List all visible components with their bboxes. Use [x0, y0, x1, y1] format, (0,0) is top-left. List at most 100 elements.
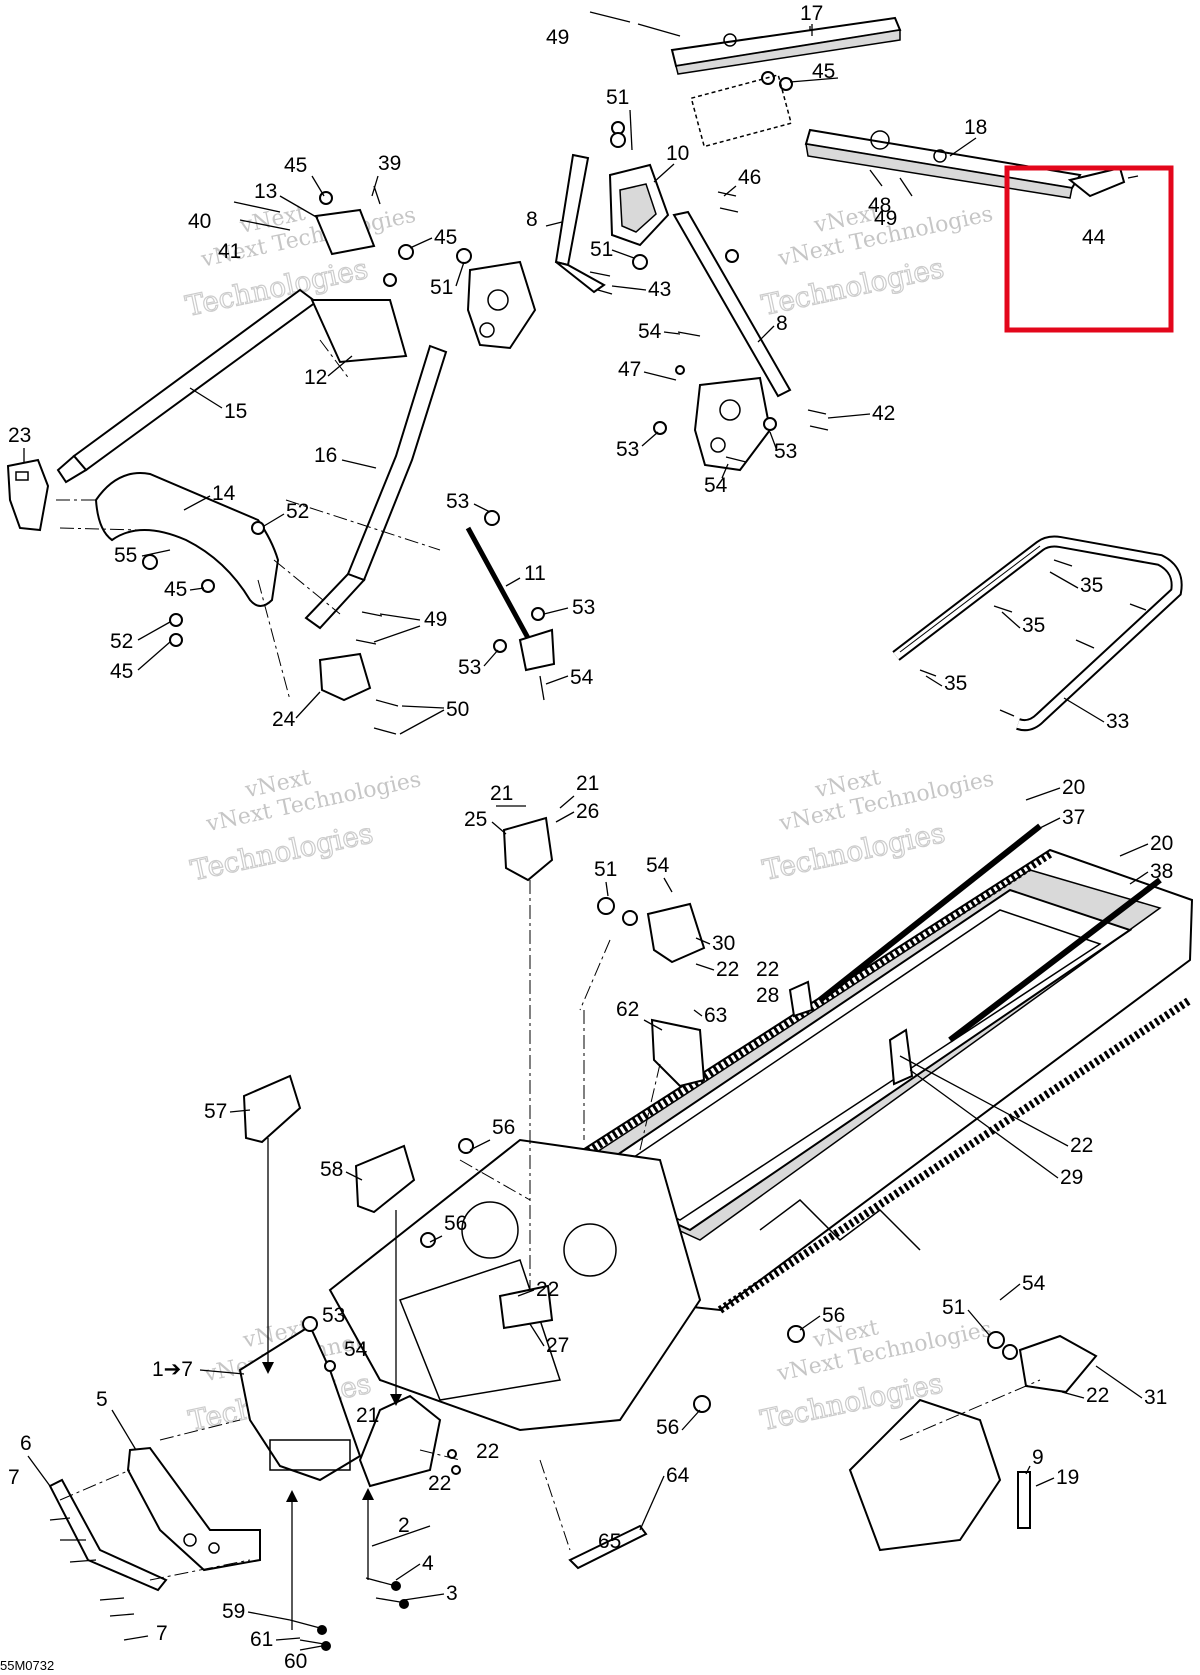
hub-assembly-upper — [466, 260, 537, 350]
callout-45: 45 — [284, 154, 307, 177]
callout-21: 21 — [490, 782, 513, 805]
callout-24: 24 — [272, 708, 296, 731]
callout-45: 45 — [110, 660, 133, 683]
dashed-lines-center — [459, 880, 1041, 1551]
callout-20: 20 — [1062, 776, 1085, 799]
callout-30: 30 — [712, 932, 735, 955]
callout-29: 29 — [1060, 1166, 1083, 1189]
snubber-56 — [420, 1138, 805, 1413]
part-18-rail — [804, 128, 1082, 199]
callout-61: 61 — [250, 1628, 273, 1651]
callout-16: 16 — [314, 444, 337, 467]
part-30-bracket — [597, 897, 706, 964]
callout-56: 56 — [444, 1212, 467, 1235]
part-44-bracket — [1067, 166, 1139, 198]
callout-5: 5 — [96, 1388, 108, 1411]
callout-44: 44 — [1082, 226, 1106, 249]
front-frame-structure — [328, 1138, 702, 1432]
part-64-strip — [568, 1524, 648, 1570]
part-9-plate — [1017, 1471, 1031, 1529]
bolts-43-46-42-54 — [589, 191, 829, 463]
part-13-plate — [314, 208, 376, 256]
callout-41: 41 — [218, 240, 241, 263]
callout-54: 54 — [344, 1338, 368, 1361]
callout-leaders — [23, 24, 1149, 1651]
callout-49: 49 — [424, 608, 447, 631]
callout-22: 22 — [476, 1440, 499, 1463]
callout-38: 38 — [1150, 860, 1173, 883]
diagram-code: 55M0732 — [0, 1658, 54, 1673]
part-38-rail — [948, 877, 1162, 1043]
callout-7: 7 — [8, 1466, 20, 1489]
callout-6: 6 — [20, 1432, 32, 1455]
highlight-box-44 — [1004, 165, 1174, 333]
callout-39: 39 — [378, 152, 401, 175]
callout-4: 4 — [422, 1552, 434, 1575]
watermark-3: vNext vNext Technologies Technologies — [187, 765, 423, 888]
callout-54: 54 — [570, 666, 594, 689]
callout-53: 53 — [322, 1304, 345, 1327]
part-14-crossmember — [94, 472, 280, 607]
callout-33: 33 — [1106, 710, 1129, 733]
callout-17: 17 — [800, 2, 823, 25]
part-45-nuts-top — [761, 71, 793, 91]
callout-40: 40 — [188, 210, 211, 233]
part-33-bumper — [892, 535, 1183, 732]
callout-20: 20 — [1150, 832, 1173, 855]
callout-19: 19 — [1056, 1466, 1079, 1489]
callout-63: 63 — [704, 1004, 727, 1027]
part-8-arm-left — [554, 153, 606, 294]
callout-46: 46 — [738, 166, 761, 189]
callout-22: 22 — [428, 1472, 451, 1495]
callout-48: 48 — [868, 194, 891, 217]
callout-52: 52 — [110, 630, 133, 653]
callout-51: 51 — [430, 276, 453, 299]
callout-31: 31 — [1144, 1386, 1167, 1409]
callout-54: 54 — [704, 474, 728, 497]
callout-9: 9 — [1032, 1446, 1044, 1469]
callout-43: 43 — [648, 278, 671, 301]
callout-51: 51 — [590, 238, 613, 261]
part-28-bracket — [788, 980, 814, 1018]
part-62-bracket — [650, 1018, 706, 1088]
callout-21: 21 — [576, 772, 599, 795]
rear-light-housing — [848, 1398, 1002, 1552]
callout-35: 35 — [1022, 614, 1045, 637]
callout-42: 42 — [872, 402, 895, 425]
callout-56: 56 — [492, 1116, 515, 1139]
bushings-51 — [456, 121, 648, 270]
callout-49: 49 — [874, 207, 897, 230]
callout-54: 54 — [638, 320, 662, 343]
callout-52: 52 — [286, 500, 309, 523]
callout-53: 53 — [616, 438, 639, 461]
part-25-bracket — [502, 816, 554, 882]
callout-11: 11 — [524, 562, 546, 585]
callout-45: 45 — [812, 60, 835, 83]
callout-51: 51 — [594, 858, 617, 881]
arrows-bottom — [262, 1138, 402, 1630]
callout-55: 55 — [114, 544, 137, 567]
callout-64: 64 — [666, 1464, 690, 1487]
callout-22: 22 — [716, 958, 739, 981]
callout-22: 22 — [756, 958, 779, 981]
part-16-frame-tube — [304, 344, 448, 630]
callout-26: 26 — [576, 800, 599, 823]
part-31-plate — [987, 1331, 1098, 1394]
callout-60: 60 — [284, 1650, 307, 1673]
dashed-lines-bottomleft — [59, 1419, 461, 1581]
svg-text:vNext Technologies: vNext Technologies — [776, 767, 996, 837]
callout-45: 45 — [434, 226, 457, 249]
bolts-bottomleft — [49, 1316, 461, 1651]
part-58-block — [354, 1144, 416, 1214]
callout-7: 7 — [156, 1622, 168, 1645]
part-12-plate — [310, 299, 408, 364]
callout-28: 28 — [756, 984, 779, 1007]
callout-53: 53 — [446, 490, 469, 513]
callout-59: 59 — [222, 1600, 245, 1623]
svg-text:vNext Technologies: vNext Technologies — [203, 767, 423, 837]
callout-62: 62 — [616, 998, 639, 1021]
callout-54: 54 — [646, 854, 670, 877]
part-15-frame-tube — [56, 288, 318, 484]
part-24-bracket — [318, 652, 372, 702]
